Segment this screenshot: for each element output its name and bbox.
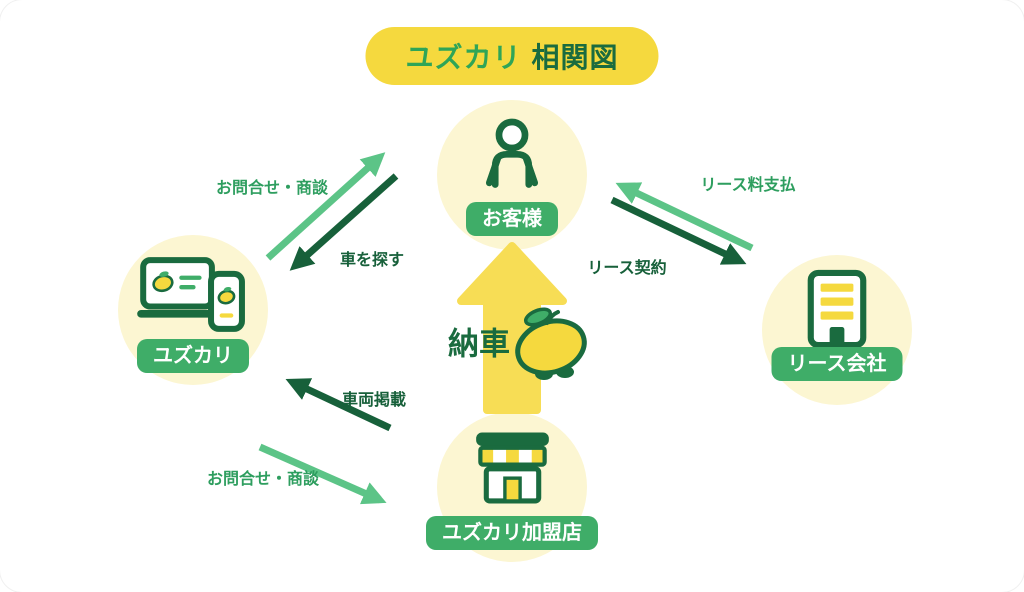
node-lease-company: リース会社 <box>762 255 912 405</box>
edge-label-inquiry-bottom: お問合せ・商談 <box>206 471 320 488</box>
edge-label-inquiry-top: お問合せ・商談 <box>215 180 329 197</box>
person-icon <box>485 118 539 188</box>
edge-label-delivery: 納車 <box>448 326 510 362</box>
node-member-store-label: ユズカリ加盟店 <box>426 516 598 550</box>
node-member-store: ユズカリ加盟店 <box>426 412 598 562</box>
node-yuzukari: ユズカリ <box>118 235 268 385</box>
edge-label-search-car: 車を探す <box>339 252 405 269</box>
node-customer: お客様 <box>437 100 587 250</box>
node-customer-label: お客様 <box>466 202 558 236</box>
building-icon <box>807 269 867 349</box>
diagram-title: ユズカリ相関図 <box>365 27 659 85</box>
devices-icon <box>137 257 245 332</box>
title-brand: ユズカリ <box>405 42 522 73</box>
arrow-lease-contract <box>610 196 747 265</box>
storefront-icon <box>475 432 549 504</box>
node-yuzukari-label: ユズカリ <box>137 339 249 373</box>
arrow-inquiry-top <box>265 152 386 261</box>
lemon-character-icon <box>515 307 587 380</box>
node-lease-company-label: リース会社 <box>771 347 903 381</box>
edge-label-vehicle-listing: 車両掲載 <box>341 392 407 409</box>
arrow-lease-payment <box>615 182 754 252</box>
edge-label-lease-payment: リース料支払 <box>700 177 796 194</box>
title-suffix: 相関図 <box>531 42 619 73</box>
edge-label-lease-contract: リース契約 <box>587 260 667 277</box>
